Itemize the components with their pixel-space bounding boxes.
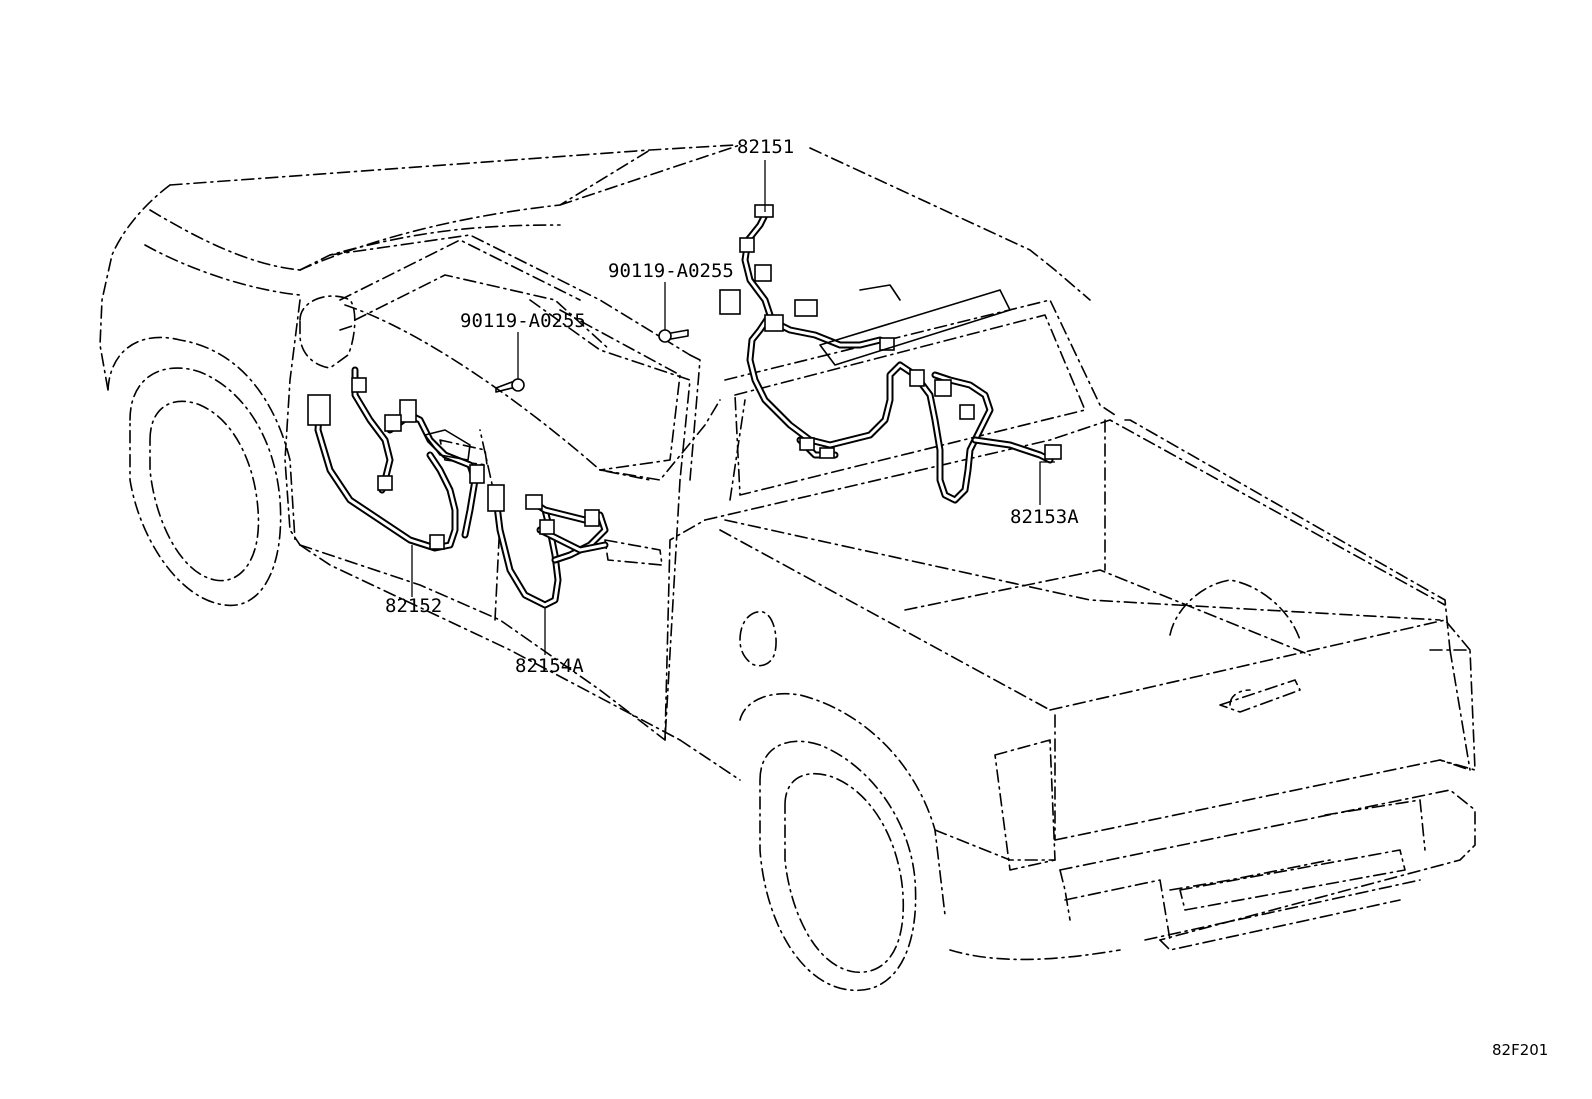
callout-90119-a0255-door: 90119-A0255 xyxy=(460,310,586,332)
rear-door-wire-harness xyxy=(487,484,609,609)
diagram-code: 82F201 xyxy=(1492,1041,1548,1059)
roof-wire-harness xyxy=(719,204,1062,504)
bolt-upper-icon xyxy=(658,329,689,343)
callout-82153a: 82153A xyxy=(1010,506,1079,528)
callout-90119-a0255-upper: 90119-A0255 xyxy=(608,260,734,282)
leader-lines xyxy=(411,160,1055,655)
callout-82151: 82151 xyxy=(737,136,794,158)
callout-82154a: 82154A xyxy=(515,655,584,677)
callout-82152: 82152 xyxy=(385,595,442,617)
truck-body-outline xyxy=(99,144,1476,992)
front-door-wire-harness xyxy=(307,366,485,552)
